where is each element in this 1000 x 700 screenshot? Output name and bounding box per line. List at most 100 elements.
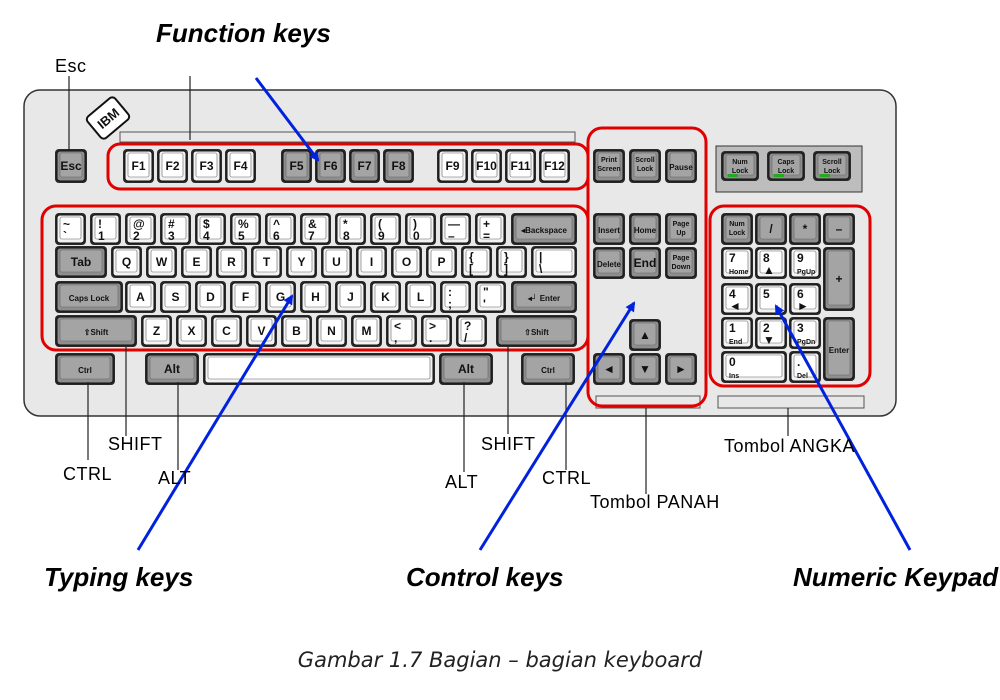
key-z[interactable]: Z	[141, 315, 172, 347]
key-f1[interactable]: F1	[123, 149, 154, 183]
key-f9[interactable]: F9	[437, 149, 468, 183]
key-np_plus[interactable]: +	[823, 247, 855, 311]
key-b[interactable]: B	[281, 315, 312, 347]
key-f7[interactable]: F7	[349, 149, 380, 183]
key-rshift[interactable]: ⇧Shift	[496, 315, 577, 347]
key-f12[interactable]: F12	[539, 149, 570, 183]
key-esc[interactable]: Esc	[55, 149, 87, 183]
key-np_star[interactable]: *	[789, 213, 821, 245]
key-lalt[interactable]: Alt	[145, 353, 199, 385]
key-t[interactable]: T	[251, 246, 282, 278]
key-f8[interactable]: F8	[383, 149, 414, 183]
key-pause[interactable]: Pause	[665, 149, 697, 183]
key-k3[interactable]: #3	[160, 213, 191, 245]
key-np5[interactable]: 5	[755, 283, 787, 315]
key-enter[interactable]: ◂┘ Enter	[511, 281, 577, 313]
key-i[interactable]: I	[356, 246, 387, 278]
key-u[interactable]: U	[321, 246, 352, 278]
key-insert[interactable]: Insert	[593, 213, 625, 245]
key-f2[interactable]: F2	[157, 149, 188, 183]
key-f6[interactable]: F6	[315, 149, 346, 183]
key-k4[interactable]: $4	[195, 213, 226, 245]
key-end[interactable]: End	[629, 247, 661, 279]
key-k0[interactable]: )0	[405, 213, 436, 245]
key-l[interactable]: L	[405, 281, 436, 313]
key-q[interactable]: Q	[111, 246, 142, 278]
key-d[interactable]: D	[195, 281, 226, 313]
key-k6[interactable]: ^6	[265, 213, 296, 245]
key-k7[interactable]: &7	[300, 213, 331, 245]
key-tilde[interactable]: ~`	[55, 213, 86, 245]
key-f[interactable]: F	[230, 281, 261, 313]
key-np_slash[interactable]: /	[755, 213, 787, 245]
key-k2[interactable]: @2	[125, 213, 156, 245]
key-right[interactable]: ►	[665, 353, 697, 385]
key-quote[interactable]: "'	[475, 281, 506, 313]
key-up[interactable]: ▲	[629, 319, 661, 351]
key-delete[interactable]: Delete	[593, 247, 625, 279]
key-backspace[interactable]: ◂Backspace	[511, 213, 577, 245]
key-f10[interactable]: F10	[471, 149, 502, 183]
key-w[interactable]: W	[146, 246, 177, 278]
key-r[interactable]: R	[216, 246, 247, 278]
key-lshift[interactable]: ⇧Shift	[55, 315, 137, 347]
key-n[interactable]: N	[316, 315, 347, 347]
key-m[interactable]: M	[351, 315, 382, 347]
key-x[interactable]: X	[176, 315, 207, 347]
key-a[interactable]: A	[125, 281, 156, 313]
key-e[interactable]: E	[181, 246, 212, 278]
key-rbrace[interactable]: }]	[496, 246, 527, 278]
key-j[interactable]: J	[335, 281, 366, 313]
key-f11[interactable]: F11	[505, 149, 536, 183]
key-k5[interactable]: %5	[230, 213, 261, 245]
key-down[interactable]: ▼	[629, 353, 661, 385]
key-comma[interactable]: <,	[386, 315, 417, 347]
key-period[interactable]: >.	[421, 315, 452, 347]
key-p[interactable]: P	[426, 246, 457, 278]
key-tab[interactable]: Tab	[55, 246, 107, 278]
key-left[interactable]: ◄	[593, 353, 625, 385]
key-k1[interactable]: !1	[90, 213, 121, 245]
key-k[interactable]: K	[370, 281, 401, 313]
key-np4[interactable]: 4◄	[721, 283, 753, 315]
key-o[interactable]: O	[391, 246, 422, 278]
key-space[interactable]	[203, 353, 435, 385]
key-np_enter[interactable]: Enter	[823, 317, 855, 381]
key-c[interactable]: C	[211, 315, 242, 347]
key-semicolon[interactable]: :;	[440, 281, 471, 313]
key-ralt[interactable]: Alt	[439, 353, 493, 385]
key-capslock[interactable]: Caps Lock	[55, 281, 123, 313]
key-np2[interactable]: 2▼	[755, 317, 787, 349]
key-np6[interactable]: 6►	[789, 283, 821, 315]
key-k9[interactable]: (9	[370, 213, 401, 245]
key-f3[interactable]: F3	[191, 149, 222, 183]
key-np_minus[interactable]: –	[823, 213, 855, 245]
key-f5[interactable]: F5	[281, 149, 312, 183]
key-lctrl[interactable]: Ctrl	[55, 353, 115, 385]
key-lbrace[interactable]: {[	[461, 246, 492, 278]
key-s[interactable]: S	[160, 281, 191, 313]
key-h[interactable]: H	[300, 281, 331, 313]
key-f4[interactable]: F4	[225, 149, 256, 183]
key-np8[interactable]: 8▲	[755, 247, 787, 279]
key-y[interactable]: Y	[286, 246, 317, 278]
key-slash[interactable]: ?/	[456, 315, 487, 347]
key-pipe[interactable]: |\	[531, 246, 577, 278]
key-rctrl[interactable]: Ctrl	[521, 353, 575, 385]
key-minus[interactable]: —–	[440, 213, 471, 245]
key-home[interactable]: Home	[629, 213, 661, 245]
key-k8[interactable]: *8	[335, 213, 366, 245]
